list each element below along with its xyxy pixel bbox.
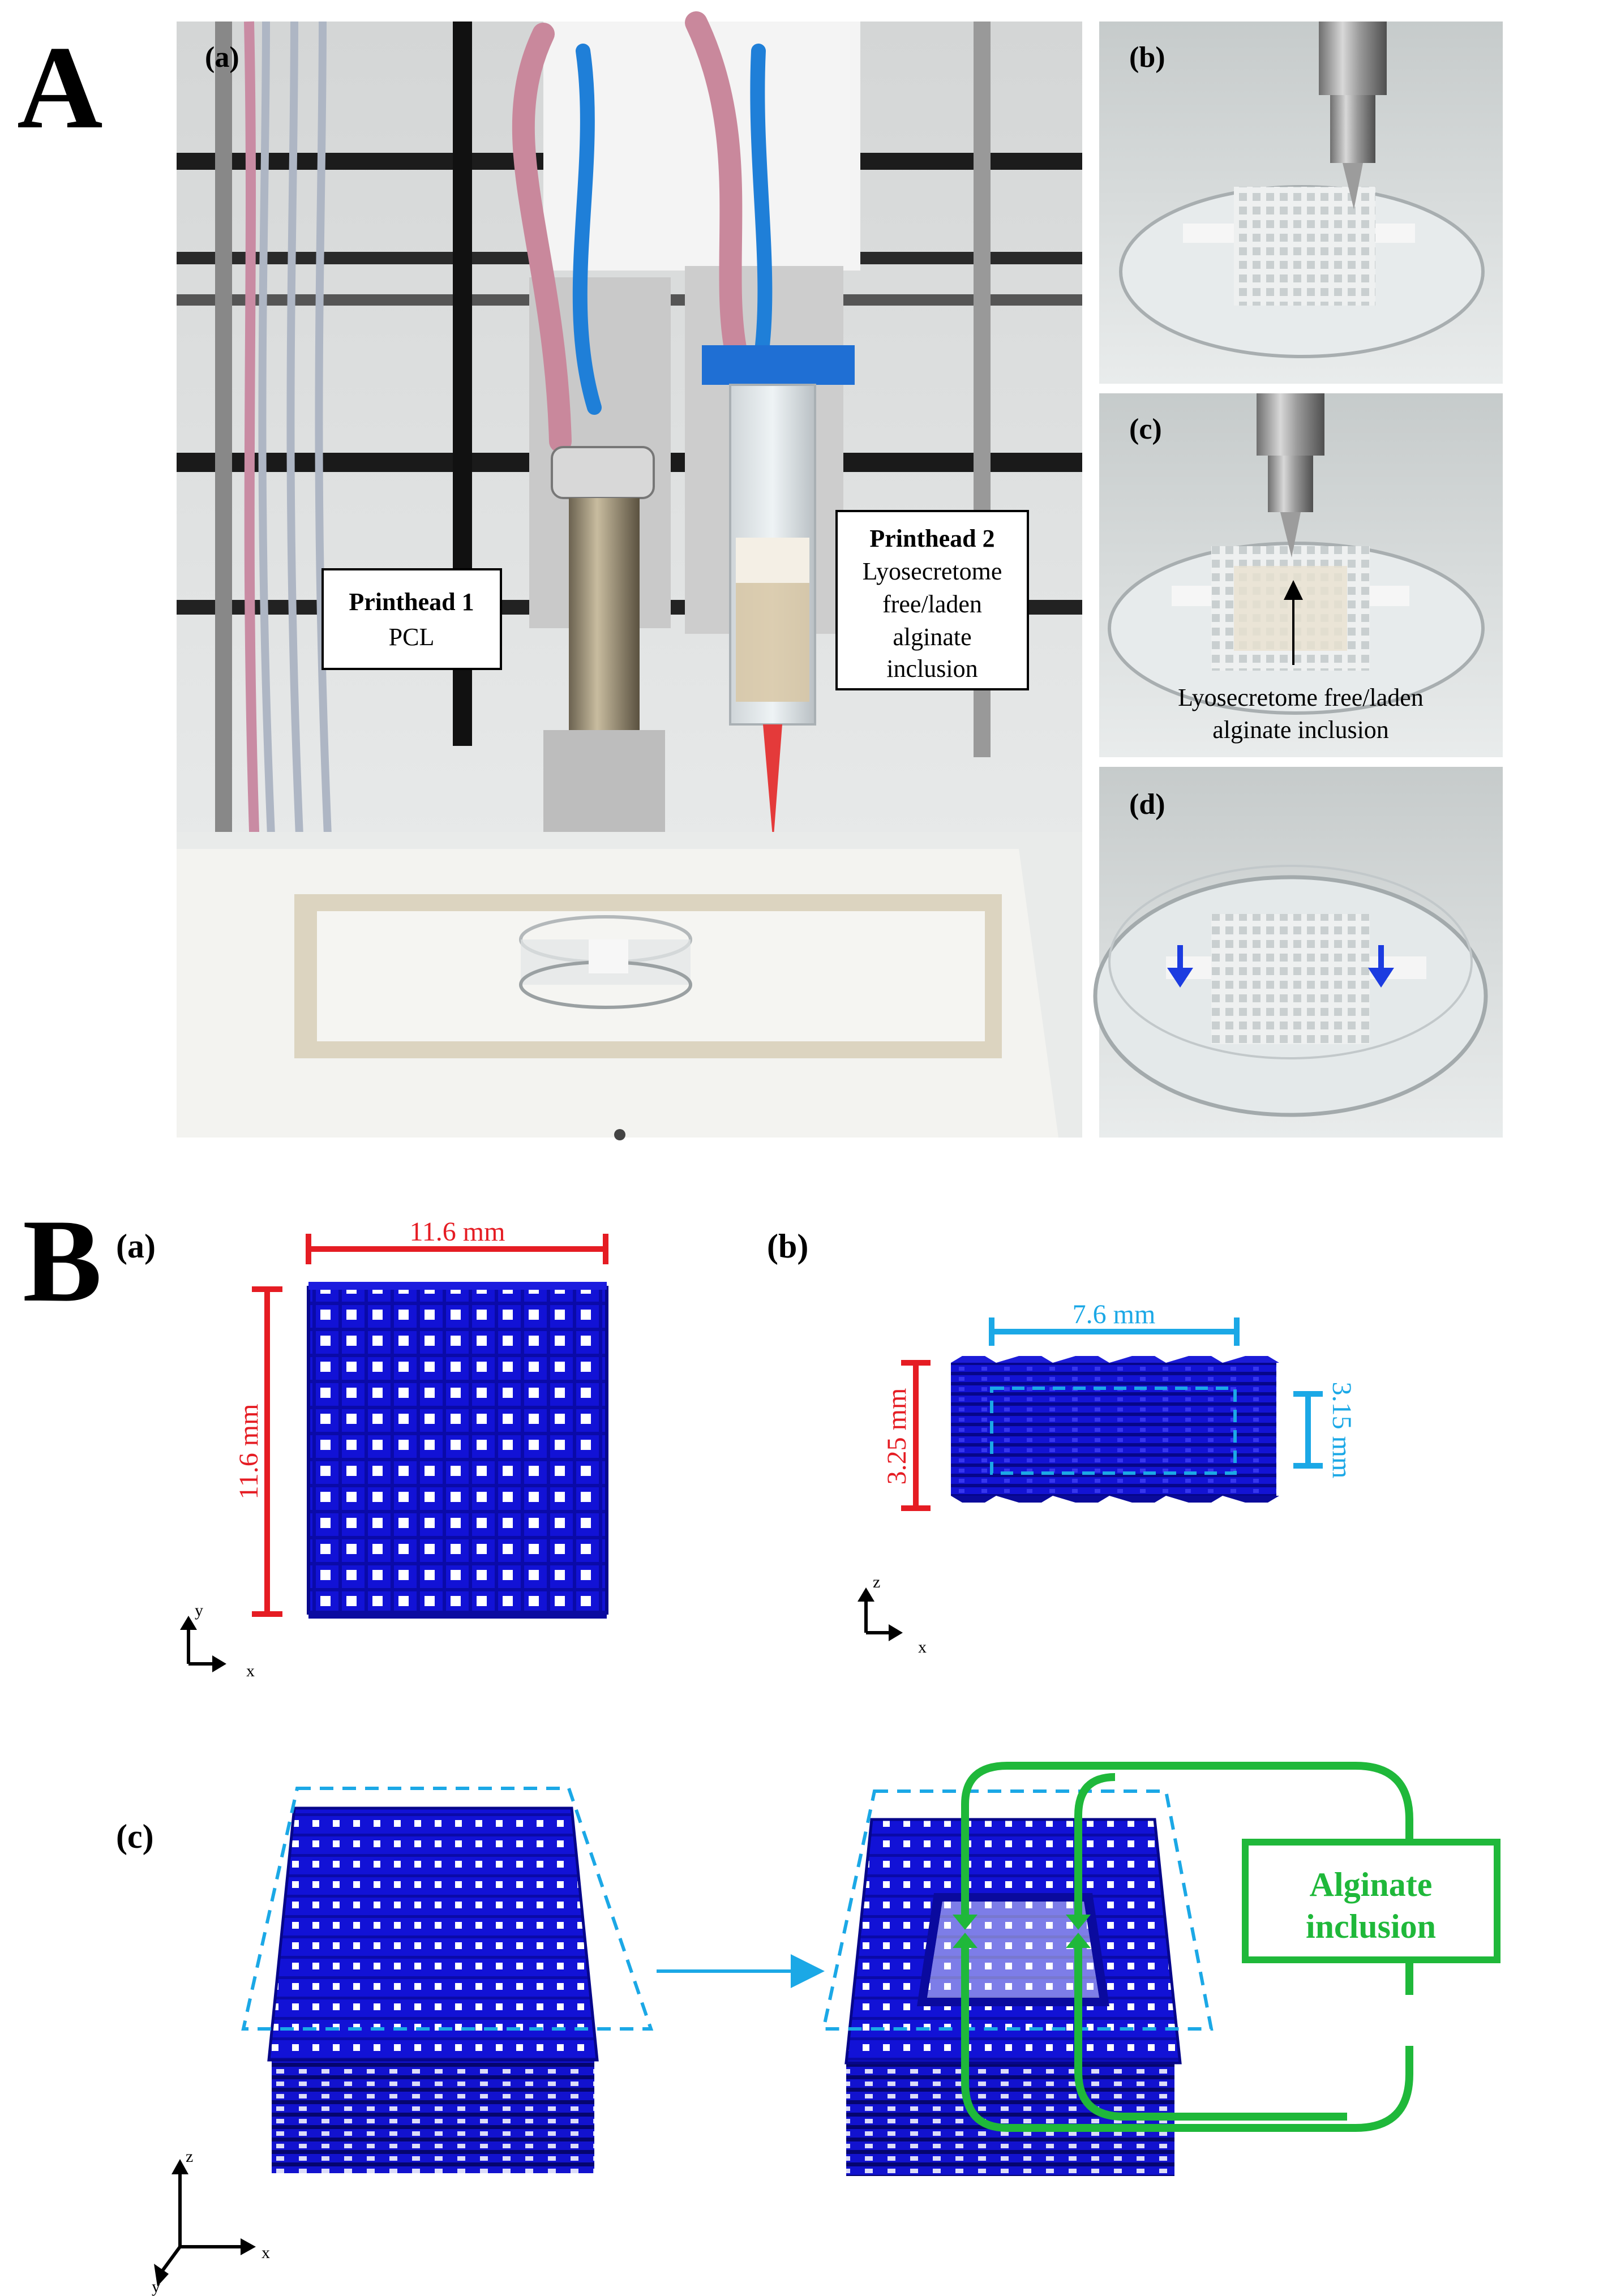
axis-z-label-c: z — [186, 2147, 193, 2166]
inclusion-line2: inclusion — [1306, 1908, 1436, 1945]
photo-b-label: (b) — [1129, 41, 1165, 74]
inner-height-dimension-b — [1293, 1391, 1323, 1469]
photo-a-label: (a) — [205, 41, 239, 74]
inner-height-label-b: 3.15 mm — [1327, 1382, 1357, 1479]
axis-y-label-c: y — [152, 2277, 160, 2296]
outer-height-dimension-b — [901, 1360, 931, 1511]
printhead2-label-box: Printhead 2 Lyosecretome free/laden algi… — [835, 510, 1029, 690]
axis-x-label-a: x — [246, 1662, 255, 1680]
outer-height-label-b: 3.25 mm — [882, 1388, 912, 1485]
printhead2-title: Printhead 2 — [869, 525, 994, 552]
photo-b — [1099, 22, 1503, 384]
inclusion-arrows — [961, 1762, 1413, 2132]
photo-d — [1093, 767, 1503, 1138]
photo-c-annotation-line1: Lyosecretome free/laden — [1178, 684, 1424, 711]
photo-c-label: (c) — [1129, 413, 1162, 445]
photo-c — [1099, 393, 1503, 757]
printhead2-line2: free/laden — [882, 590, 982, 618]
top-view-scaffold — [307, 1282, 608, 1619]
height-label-a: 11.6 mm — [234, 1404, 264, 1500]
printhead1-title: Printhead 1 — [349, 588, 474, 616]
axis-z-label-b: z — [873, 1573, 880, 1591]
panel-b-letter: B — [23, 1195, 102, 1327]
printhead1-label-box: Printhead 1 PCL — [321, 568, 502, 670]
width-label-a: 11.6 mm — [410, 1217, 505, 1247]
photo-c-annotation-line2: alginate inclusion — [1212, 716, 1389, 744]
width-dimension-a — [306, 1234, 608, 1264]
scaffold-3d-before — [241, 1787, 654, 2173]
axis-glyph-a — [180, 1616, 226, 1672]
inclusion-box — [1242, 1839, 1500, 1963]
sub-b-label: (b) — [767, 1228, 808, 1265]
sub-c-label: (c) — [116, 1818, 154, 1855]
axis-x-label-b: x — [918, 1638, 927, 1656]
axis-x-label-c: x — [261, 2243, 270, 2262]
width-label-b: 7.6 mm — [1073, 1299, 1156, 1329]
printhead2-line4: inclusion — [886, 655, 978, 683]
axis-glyph-c — [154, 2159, 256, 2286]
panel-a-letter: A — [17, 22, 103, 153]
width-dimension-b — [989, 1317, 1240, 1346]
inclusion-line1: Alginate — [1310, 1866, 1433, 1903]
printhead1-material: PCL — [389, 623, 435, 651]
printhead2-line3: alginate — [893, 623, 971, 651]
photo-d-label: (d) — [1129, 788, 1165, 821]
axis-glyph-b — [858, 1587, 903, 1641]
printhead2-line1: Lyosecretome — [863, 557, 1002, 585]
side-view-scaffold — [951, 1356, 1299, 1503]
height-dimension-a — [252, 1286, 282, 1617]
axis-y-label-a: y — [195, 1601, 203, 1620]
inclusion-arrowheads — [953, 1915, 1091, 1948]
sub-a-label: (a) — [116, 1228, 156, 1265]
